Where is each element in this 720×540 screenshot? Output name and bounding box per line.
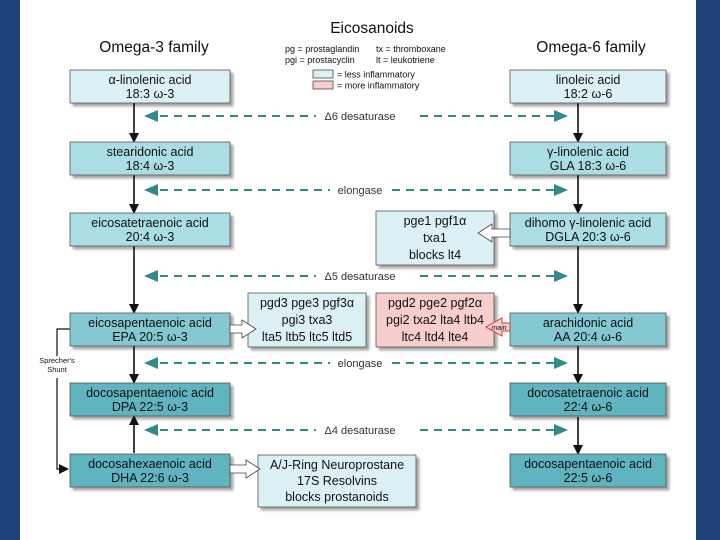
omega6-box-dgla-name: dihomo γ-linolenic acid: [525, 216, 652, 230]
omega3-box-sda-name: stearidonic acid: [107, 145, 194, 159]
eicosanoids-dha-line3: blocks prostanoids: [285, 490, 389, 504]
omega3-box-dpa-rect: [69, 382, 231, 417]
eicosanoids-epa-box: pgd3 pge3 pgf3α pgi3 txa3 lta5 ltb5 ltc5…: [247, 292, 367, 348]
omega3-box-dha-rect: [69, 453, 231, 488]
omega3-box-eta-sub: 20:4 ω-3: [126, 230, 175, 244]
omega3-family-heading: Omega-3 family: [99, 39, 209, 56]
omega6-box-la-rect: [509, 69, 667, 104]
omega3-box-dpa: docosapentaenoic acid DPA 22:5 ω-3: [69, 382, 231, 417]
omega6-box-gla-rect: [509, 141, 667, 176]
omega6-box-la: linoleic acid 18:2 ω-6: [509, 69, 667, 104]
omega3-box-epa-sub: EPA 20:5 ω-3: [112, 330, 188, 344]
omega3-box-eta-rect: [69, 212, 231, 247]
omega6-box-gla-name: γ-linolenic acid: [547, 145, 629, 159]
eicosanoids-aa-line3: ltc4 ltd4 lte4: [402, 330, 469, 344]
omega6-box-dgla-rect: [509, 212, 667, 247]
omega3-box-eta-name: eicosatetraenoic acid: [91, 216, 208, 230]
omega3-box-ala-name: α-linolenic acid: [109, 73, 192, 87]
omega3-box-dha-sub: DHA 22:6 ω-3: [111, 471, 189, 485]
legend-pg: pg = prostaglandin: [285, 44, 359, 54]
enzyme-elongase-2: elongase: [144, 357, 568, 370]
block-arrow-epa-eicosanoids: [229, 319, 257, 339]
eicosanoid-diagram: Eicosanoids Omega-3 family Omega-6 famil…: [34, 20, 667, 508]
omega3-box-ala: α-linolenic acid 18:3 ω-3: [69, 69, 231, 104]
omega3-box-ala-rect: [69, 69, 231, 104]
enzyme-d5: Δ5 desaturase: [144, 270, 568, 283]
omega3-box-dpa-sub: DPA 22:5 ω-3: [112, 400, 188, 414]
omega6-box-aa: arachidonic acid AA 20:4 ω-6: [509, 312, 667, 347]
eicosanoids-dha-line2: 17S Resolvins: [297, 474, 377, 488]
enzyme-d5-label: Δ5 desaturase: [325, 271, 396, 283]
omega3-box-dpa-name: docosapentaenoic acid: [86, 386, 214, 400]
enzyme-elongase-1-label: elongase: [338, 185, 383, 197]
legend-lt: lt = leukotriene: [376, 55, 435, 65]
sprecher-label-2: Shunt: [47, 365, 68, 374]
eicosanoids-epa-line3: lta5 ltb5 ltc5 ltd5: [262, 330, 352, 344]
omega6-box-dpa6-rect: [509, 453, 667, 488]
omega6-family-heading: Omega-6 family: [536, 39, 646, 56]
omega6-box-dta-sub: 22:4 ω-6: [564, 400, 613, 414]
omega3-box-epa-name: eicosapentaenoic acid: [88, 316, 212, 330]
eicosanoids-aa-line2: pgi2 txa2 lta4 ltb4: [386, 313, 484, 327]
block-arrow-dgla-eicosanoids: [477, 223, 511, 243]
omega3-box-sda-rect: [69, 141, 231, 176]
legend-more-swatch: [312, 80, 334, 90]
omega6-box-dpa6-name: docosapentaenoic acid: [524, 457, 652, 471]
omega3-box-sda-sub: 18:4 ω-3: [126, 159, 175, 173]
eicosanoids-dha-box: A/J-Ring Neuroprostane 17S Resolvins blo…: [257, 454, 417, 508]
enzyme-d4: Δ4 desaturase: [144, 424, 568, 437]
legend-more-text: = more inflammatory: [337, 81, 420, 91]
omega3-box-sda: stearidonic acid 18:4 ω-3: [69, 141, 231, 176]
sprecher-label-1: Sprecher's: [39, 356, 75, 365]
eicosanoids-epa-line2: pgi3 txa3: [282, 313, 333, 327]
omega6-box-aa-name: arachidonic acid: [543, 316, 633, 330]
eicosanoids-aa-line1: pgd2 pge2 pgf2α: [388, 296, 482, 310]
omega6-box-dta: docosatetraenoic acid 22:4 ω-6: [509, 382, 667, 417]
eicosanoids-aa-box: pgd2 pge2 pgf2α pgi2 txa2 lta4 ltb4 ltc4…: [375, 292, 495, 348]
eicosanoids-dgla-line2: txa1: [423, 231, 447, 245]
omega3-box-epa: eicosapentaenoic acid EPA 20:5 ω-3: [69, 312, 231, 347]
omega6-box-la-name: linoleic acid: [556, 73, 621, 87]
legend-pgi: pgi = prostacyclin: [285, 55, 355, 65]
eicosanoids-dha-rect: [257, 454, 417, 508]
omega6-box-gla: γ-linolenic acid GLA 18:3 ω-6: [509, 141, 667, 176]
enzyme-elongase-1: elongase: [144, 184, 568, 197]
sprecher-label-bg: [34, 356, 80, 378]
block-arrow-aa-eicosanoids: [484, 317, 511, 337]
omega6-box-gla-sub: GLA 18:3 ω-6: [550, 159, 627, 173]
omega6-box-aa-sub: AA 20:4 ω-6: [554, 330, 622, 344]
omega6-box-dta-rect: [509, 382, 667, 417]
omega3-box-dha-name: docosahexaenoic acid: [88, 457, 212, 471]
omega6-box-dgla: dihomo γ-linolenic acid DGLA 20:3 ω-6: [509, 212, 667, 247]
eicosanoids-dgla-box: pge1 pgf1α txa1 blocks lt4: [375, 210, 495, 266]
omega6-box-dpa6: docosapentaenoic acid 22:5 ω-6: [509, 453, 667, 488]
eicosanoids-dha-line1: A/J-Ring Neuroprostane: [270, 458, 404, 472]
omega6-box-dta-name: docosatetraenoic acid: [527, 386, 649, 400]
omega3-box-dha: docosahexaenoic acid DHA 22:6 ω-3: [69, 453, 231, 488]
enzyme-d4-label: Δ4 desaturase: [325, 425, 396, 437]
diagram-title: Eicosanoids: [330, 20, 414, 37]
legend-less-text: = less inflammatory: [337, 70, 415, 80]
enzyme-elongase-2-label: elongase: [338, 358, 383, 370]
eicosanoids-epa-rect: [247, 292, 367, 348]
block-arrow-dha-products: [229, 459, 261, 479]
omega6-box-dpa6-sub: 22:5 ω-6: [564, 471, 613, 485]
eicosanoids-dgla-line1: pge1 pgf1α: [404, 214, 467, 228]
main-arrow-label: main: [491, 325, 506, 332]
omega3-box-eta: eicosatetraenoic acid 20:4 ω-3: [69, 212, 231, 247]
omega6-box-la-sub: 18:2 ω-6: [564, 87, 613, 101]
legend-less-swatch: [312, 69, 334, 79]
eicosanoids-dgla-rect: [375, 210, 495, 266]
eicosanoids-epa-line1: pgd3 pge3 pgf3α: [260, 296, 354, 310]
omega6-box-aa-rect: [509, 312, 667, 347]
enzyme-d6-label: Δ6 desaturase: [325, 111, 396, 123]
omega6-box-dgla-sub: DGLA 20:3 ω-6: [545, 230, 631, 244]
diagram-canvas: Eicosanoids Omega-3 family Omega-6 famil…: [20, 0, 696, 540]
eicosanoids-dgla-line3: blocks lt4: [409, 248, 461, 262]
legend-tx: tx = thromboxane: [376, 44, 446, 54]
omega3-box-ala-sub: 18:3 ω-3: [126, 87, 175, 101]
enzyme-d6: Δ6 desaturase: [144, 110, 568, 123]
eicosanoids-aa-rect: [375, 292, 495, 348]
